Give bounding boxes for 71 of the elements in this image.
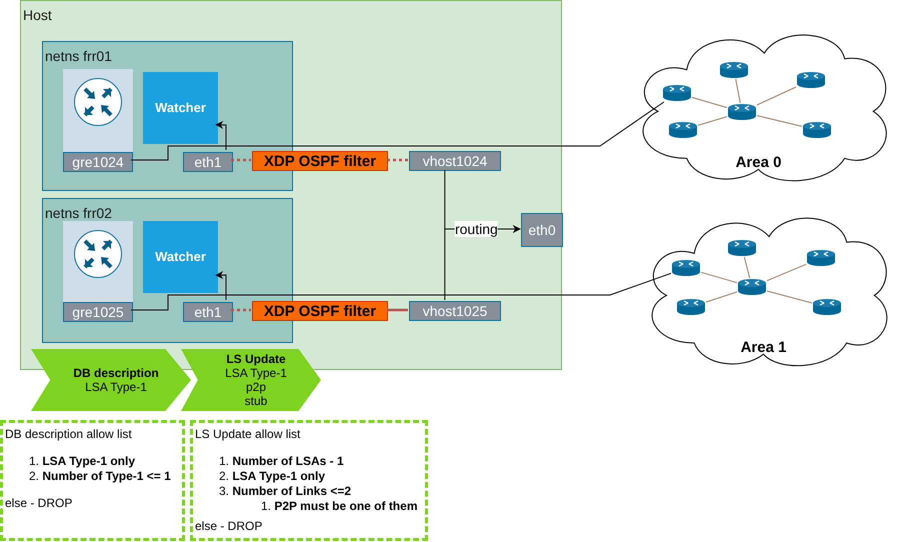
router-icon: [719, 61, 749, 79]
connector-line: [735, 78, 741, 104]
chevron-step: [31, 349, 191, 411]
list-item: 3. Number of Links <=2: [218, 484, 352, 499]
connector-line: [706, 291, 738, 303]
connector-line: [766, 264, 806, 282]
area-label: Area 1: [740, 338, 788, 358]
filter-box: XDP OSPF filter: [252, 301, 388, 321]
step-title: DB description: [72, 366, 159, 380]
step-title: LS Update: [225, 352, 286, 366]
dashed-link: [387, 158, 408, 162]
namespace-box: [42, 41, 293, 191]
list-item: 1. LSA Type-1 only: [28, 454, 136, 469]
rule-list-box: [190, 420, 428, 541]
list-note: else - DROP: [195, 519, 264, 534]
connector-line: [692, 96, 728, 108]
dashed-link: [231, 158, 251, 162]
router-icon: [676, 298, 706, 316]
list-item: 1. P2P must be one of them: [260, 499, 418, 514]
interface-box: vhost1024: [409, 151, 501, 171]
list-heading: DB description allow list: [5, 427, 133, 442]
container-title: Host: [23, 7, 52, 23]
connector-line: [756, 115, 802, 127]
connector-line: [756, 86, 796, 106]
arrow: [215, 120, 226, 150]
interface-box: eth1: [183, 302, 233, 322]
interface-box: gre1024: [63, 152, 133, 172]
list-heading: LS Update allow list: [195, 427, 302, 442]
router-icon: [812, 298, 842, 316]
filter-box: XDP OSPF filter: [252, 151, 388, 171]
step-detail: LSA Type-1: [224, 366, 287, 380]
router-icon: [802, 121, 832, 139]
interface-box: eth1: [183, 152, 233, 172]
router-icon: [668, 121, 698, 139]
arrow: [215, 271, 226, 300]
router-icon: [806, 249, 836, 267]
router-panel: [63, 221, 133, 302]
area-label: Area 0: [734, 152, 782, 172]
router-icon: [727, 239, 757, 257]
router-icon: [796, 71, 826, 89]
edge-label: routing: [454, 221, 498, 237]
namespace-box: [42, 198, 293, 343]
step-detail: LSA Type-1: [84, 380, 147, 394]
router-icon: [727, 103, 757, 121]
list-note: else - DROP: [5, 496, 74, 511]
connector-line: [698, 116, 728, 126]
container-title: netns frr01: [45, 48, 112, 64]
connector-line: [744, 256, 750, 278]
connector-line: [766, 290, 812, 304]
router-panel: [63, 69, 133, 152]
connector-line: [130, 272, 672, 310]
connector-line: [387, 308, 408, 312]
interface-box: vhost1025: [409, 301, 501, 321]
step-detail: stub: [244, 394, 268, 408]
dashed-link: [231, 308, 251, 312]
router-icon: [662, 84, 692, 102]
watcher-box: Watcher: [143, 221, 218, 293]
router-icon: [737, 278, 767, 296]
step-detail: p2p: [244, 380, 266, 394]
host-container: [20, 0, 562, 370]
container-title: netns frr02: [45, 205, 112, 221]
chevron-step: [181, 349, 321, 411]
list-item: 1. Number of LSAs - 1: [218, 454, 345, 469]
rule-list-box: [0, 420, 185, 541]
watcher-box: Watcher: [143, 72, 218, 144]
list-item: 2. LSA Type-1 only: [218, 469, 326, 484]
router-icon: [671, 259, 701, 277]
interface-box: eth0: [521, 213, 563, 247]
list-item: 2. Number of Type-1 <= 1: [28, 469, 172, 484]
interface-box: gre1025: [63, 302, 133, 322]
connector-line: [700, 272, 738, 284]
